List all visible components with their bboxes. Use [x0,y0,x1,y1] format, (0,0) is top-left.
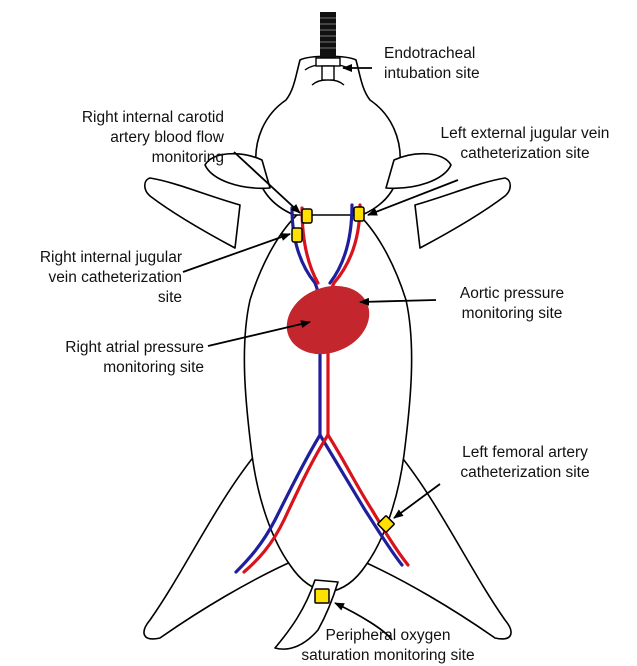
label-line: Aortic pressure [432,284,592,304]
left-jugular-sensor [354,207,364,221]
label-line: Peripheral oxygen [268,626,508,646]
label-line: Right internal carotid [18,108,224,128]
label-line: site [0,288,182,308]
peripheral-oxygen-sensor [315,589,329,603]
label-right-atrial-pressure: Right atrial pressure monitoring site [30,338,204,378]
label-line: catheterization site [430,463,620,483]
right-jugular-sensor [292,228,302,242]
label-line: intubation site [384,64,480,84]
label-line: Left femoral artery [430,443,620,463]
label-line: Right atrial pressure [30,338,204,358]
label-line: catheterization site [420,144,630,164]
label-line: artery blood flow [18,128,224,148]
label-left-jugular-catheter: Left external jugular vein catheterizati… [420,124,630,164]
label-line: vein catheterization [0,268,182,288]
label-line: monitoring site [30,358,204,378]
label-line: monitoring site [432,304,592,324]
label-aortic-pressure: Aortic pressure monitoring site [432,284,592,324]
label-line: monitoring [18,148,224,168]
label-peripheral-oxygen: Peripheral oxygen saturation monitoring … [268,626,508,666]
label-line: Endotracheal [384,44,480,64]
label-left-femoral-catheter: Left femoral artery catheterization site [430,443,620,483]
label-line: saturation monitoring site [268,646,508,666]
label-endotracheal-intubation: Endotracheal intubation site [384,44,480,84]
right-carotid-sensor [302,209,312,223]
label-right-carotid-flow: Right internal carotid artery blood flow… [18,108,224,168]
label-line: Left external jugular vein [420,124,630,144]
label-right-jugular-catheter: Right internal jugular vein catheterizat… [0,248,182,308]
label-line: Right internal jugular [0,248,182,268]
